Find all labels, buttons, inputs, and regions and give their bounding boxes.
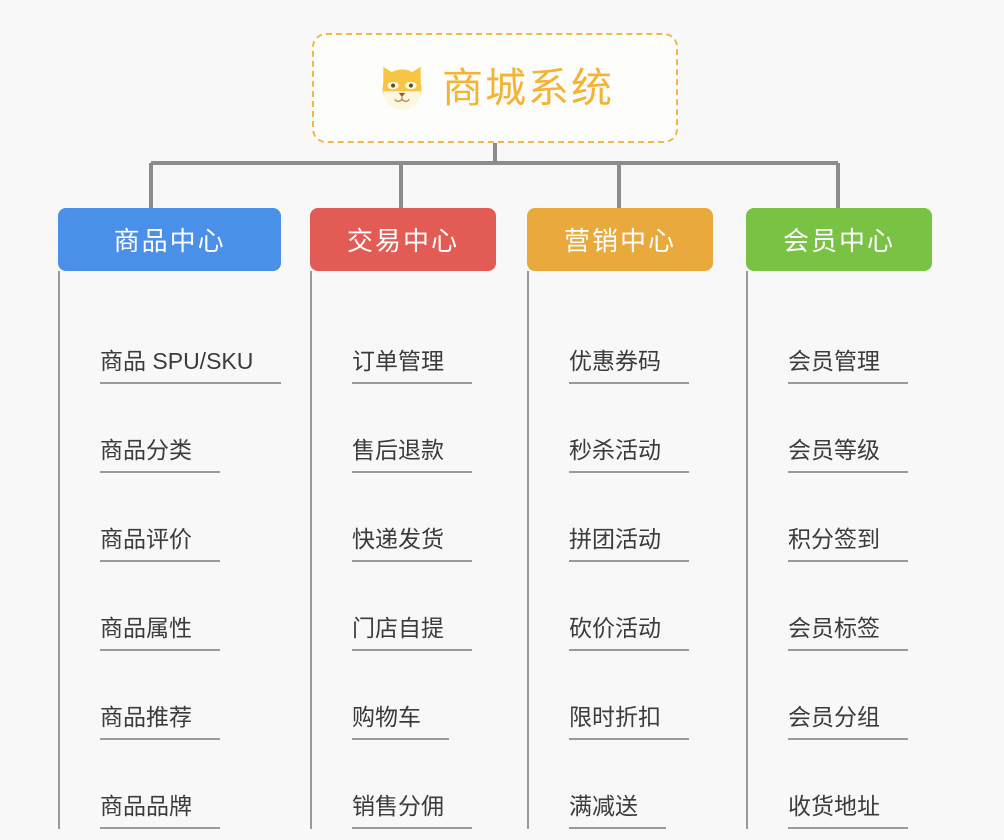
leaf-item[interactable]: 会员标签 [746, 562, 932, 651]
leaf-label: 商品品牌 [100, 795, 220, 829]
leaf-label: 限时折扣 [569, 706, 689, 740]
leaf-label: 会员等级 [788, 439, 908, 473]
category-column-0: 商品中心 商品 SPU/SKU 商品分类 商品评价 商品属性 商品推荐 商品品牌 [58, 208, 282, 829]
leaf-item[interactable]: 销售分佣 [310, 740, 496, 829]
leaf-label: 商品属性 [100, 617, 220, 651]
leaf-item[interactable]: 快递发货 [310, 473, 496, 562]
category-header-1[interactable]: 交易中心 [310, 208, 496, 271]
leaf-item[interactable]: 会员管理 [746, 295, 932, 384]
leaf-item[interactable]: 秒杀活动 [527, 384, 713, 473]
leaf-label: 满减送 [569, 795, 666, 829]
leaf-label: 拼团活动 [569, 528, 689, 562]
leaf-item[interactable]: 商品分类 [58, 384, 281, 473]
leaf-item[interactable]: 满减送 [527, 740, 713, 829]
category-header-label: 商品中心 [113, 226, 226, 256]
leaf-spine [58, 271, 60, 829]
leaf-item[interactable]: 商品 SPU/SKU [58, 295, 282, 384]
leaf-item[interactable]: 售后退款 [310, 384, 496, 473]
leaf-item[interactable]: 拼团活动 [527, 473, 713, 562]
leaf-item[interactable]: 砍价活动 [527, 562, 713, 651]
leaf-label: 门店自提 [352, 617, 472, 651]
leaf-label: 购物车 [352, 706, 449, 740]
leaf-item[interactable]: 收货地址 [746, 740, 932, 829]
leaf-item[interactable]: 会员分组 [746, 651, 932, 740]
leaf-label: 会员管理 [788, 350, 908, 384]
category-column-1: 交易中心 订单管理 售后退款 快递发货 门店自提 购物车 销售分佣 [310, 208, 496, 829]
leaf-list-0: 商品 SPU/SKU 商品分类 商品评价 商品属性 商品推荐 商品品牌 [58, 271, 282, 829]
root-node[interactable]: 商城系统 [312, 33, 678, 143]
category-column-3: 会员中心 会员管理 会员等级 积分签到 会员标签 会员分组 收货地址 [746, 208, 932, 829]
leaf-label: 秒杀活动 [569, 439, 689, 473]
leaf-label: 会员分组 [788, 706, 908, 740]
leaf-label: 销售分佣 [352, 795, 472, 829]
leaf-item[interactable]: 门店自提 [310, 562, 496, 651]
leaf-item[interactable]: 商品评价 [58, 473, 281, 562]
leaf-item[interactable]: 购物车 [310, 651, 496, 740]
category-header-label: 会员中心 [782, 226, 895, 256]
leaf-item[interactable]: 商品属性 [58, 562, 281, 651]
leaf-label: 商品评价 [100, 528, 220, 562]
leaf-label: 优惠券码 [569, 350, 689, 384]
leaf-label: 收货地址 [788, 795, 908, 829]
category-header-0[interactable]: 商品中心 [58, 208, 282, 271]
leaf-item[interactable]: 优惠券码 [527, 295, 713, 384]
leaf-label: 订单管理 [352, 350, 472, 384]
root-title: 商城系统 [442, 64, 614, 111]
leaf-label: 会员标签 [788, 617, 908, 651]
leaf-item[interactable]: 限时折扣 [527, 651, 713, 740]
leaf-item[interactable]: 商品品牌 [58, 740, 281, 829]
leaf-label: 砍价活动 [569, 617, 689, 651]
leaf-label: 商品推荐 [100, 706, 220, 740]
leaf-label: 积分签到 [788, 528, 908, 562]
leaf-spine [746, 271, 748, 829]
leaf-list-2: 优惠券码 秒杀活动 拼团活动 砍价活动 限时折扣 满减送 [527, 271, 713, 829]
category-header-label: 交易中心 [346, 226, 459, 256]
category-header-3[interactable]: 会员中心 [746, 208, 932, 271]
leaf-item[interactable]: 会员等级 [746, 384, 932, 473]
leaf-list-3: 会员管理 会员等级 积分签到 会员标签 会员分组 收货地址 [746, 271, 932, 829]
leaf-list-1: 订单管理 售后退款 快递发货 门店自提 购物车 销售分佣 [310, 271, 496, 829]
category-header-label: 营销中心 [563, 226, 676, 256]
leaf-item[interactable]: 积分签到 [746, 473, 932, 562]
leaf-item[interactable]: 订单管理 [310, 295, 496, 384]
category-column-2: 营销中心 优惠券码 秒杀活动 拼团活动 砍价活动 限时折扣 满减送 [527, 208, 713, 829]
leaf-spine [527, 271, 529, 829]
leaf-item[interactable]: 商品推荐 [58, 651, 281, 740]
leaf-label: 商品 SPU/SKU [100, 350, 282, 384]
category-header-2[interactable]: 营销中心 [527, 208, 713, 271]
leaf-spine [310, 271, 312, 829]
leaf-label: 售后退款 [352, 439, 472, 473]
leaf-label: 快递发货 [352, 528, 472, 562]
shiba-dog-face-icon [382, 66, 422, 110]
leaf-label: 商品分类 [100, 439, 220, 473]
